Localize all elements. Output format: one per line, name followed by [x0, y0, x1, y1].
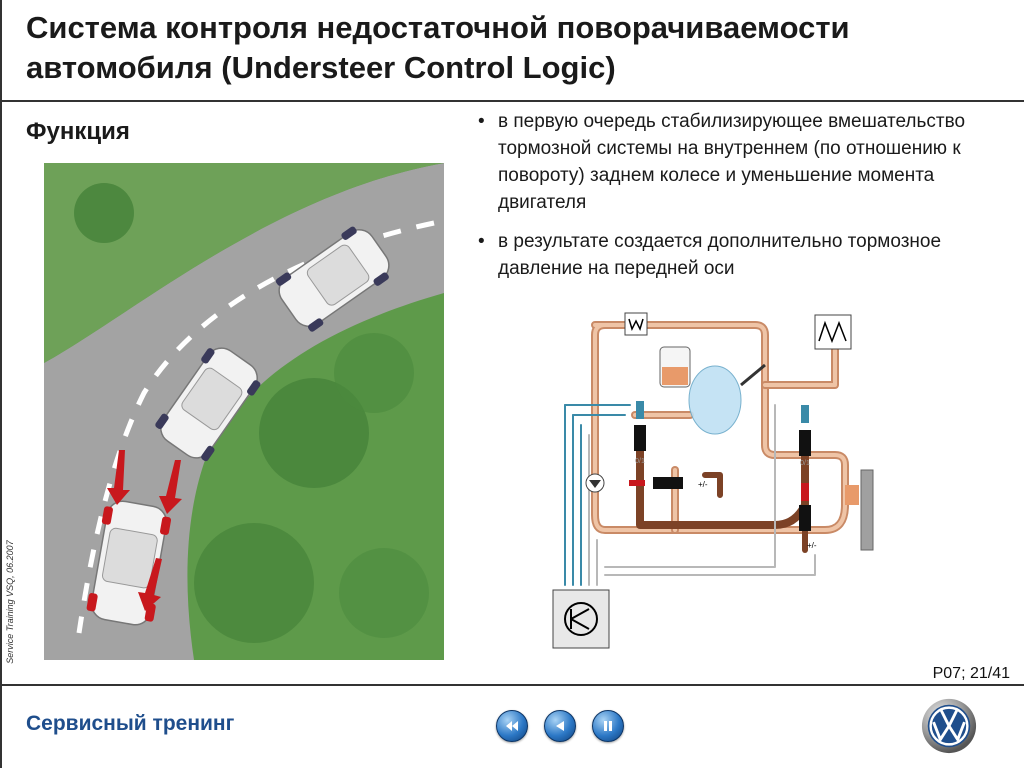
hydraulic-circuit-diagram: 0/1 0/1 +/- +/- — [552, 312, 874, 649]
car-middle — [155, 347, 261, 462]
bullet-text-1: в первую очередь стабилизирующее вмешате… — [498, 111, 966, 213]
pause-button[interactable] — [592, 710, 624, 742]
left-border — [0, 0, 2, 768]
bullet-item: •в первую очередь стабилизирующее вмешат… — [478, 111, 966, 213]
wheel-brake-icon — [860, 469, 874, 551]
valve-left-label: 0/1 — [635, 458, 645, 465]
pressure-mid-label: +/- — [698, 480, 708, 489]
understeer-scene-illustration — [44, 163, 444, 660]
rewind-button[interactable] — [496, 710, 528, 742]
back-icon — [556, 721, 564, 731]
pressure-bottom-label: +/- — [807, 541, 817, 550]
rewind-icon — [506, 721, 518, 731]
control-unit-icon — [552, 589, 610, 649]
vw-logo — [921, 698, 977, 754]
back-button[interactable] — [544, 710, 576, 742]
valve-right-icon — [799, 430, 811, 456]
valve-bottom-icon — [799, 505, 811, 531]
booster-icon — [814, 314, 852, 350]
nav-controls — [496, 710, 624, 744]
pause-icon — [604, 721, 612, 731]
pressure-sensor-icon — [624, 312, 648, 336]
valve-right-label: 0/1 — [800, 460, 810, 467]
page-number: P07; 21/41 — [932, 665, 1010, 682]
valve-left-coil-icon — [636, 401, 644, 419]
header-divider — [0, 100, 1024, 102]
slide-header: Система контроля недостаточной поворачив… — [0, 0, 1024, 100]
side-note: Service Training VSQ, 06.2007 — [5, 540, 15, 664]
section-title: Функция — [26, 118, 130, 145]
valve-bottom-coil-icon — [801, 483, 809, 501]
valve-left-icon — [634, 425, 646, 451]
valve-right-coil-icon — [801, 405, 809, 423]
bullet-item: •в результате создается дополнительно то… — [478, 231, 942, 279]
braking-arrows — [107, 450, 182, 611]
footer-divider — [0, 684, 1024, 686]
car-ahead — [275, 226, 390, 332]
bullet-list: •в первую очередь стабилизирующее вмешат… — [476, 108, 976, 294]
bullet-text-2: в результате создается дополнительно тор… — [498, 231, 942, 279]
valve-mid-icon — [653, 477, 683, 489]
footer-label: Сервисный тренинг — [26, 712, 235, 735]
valve-mid-coil-icon — [629, 480, 645, 486]
brake-master-cylinder — [659, 346, 766, 435]
slide-title: Система контроля недостаточной поворачив… — [26, 10, 850, 85]
